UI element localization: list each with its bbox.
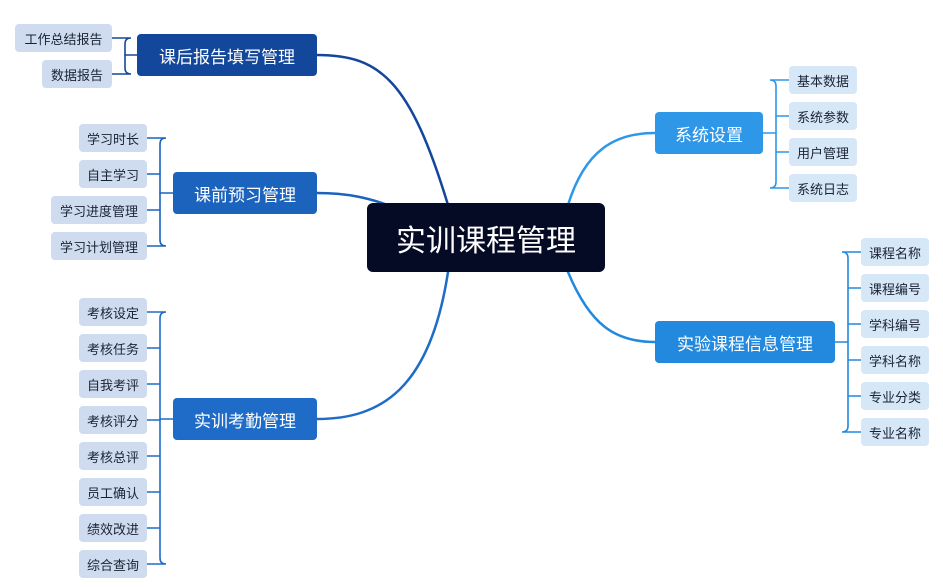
leaf-system-0[interactable]: 基本数据 <box>789 66 857 94</box>
connector-root-attendance <box>315 270 450 421</box>
leaf-preview-1[interactable]: 自主学习 <box>79 160 147 188</box>
leaf-course-0[interactable]: 课程名称 <box>861 238 929 266</box>
connector-root-system <box>566 131 657 207</box>
leaf-after-1[interactable]: 数据报告 <box>42 60 112 88</box>
branch-course-info[interactable]: 实验课程信息管理 <box>655 321 835 363</box>
connector-attendance-bracket <box>146 311 167 565</box>
connector-root-course <box>566 270 657 344</box>
connector-course-bracket <box>841 251 862 433</box>
leaf-attendance-3[interactable]: 考核评分 <box>79 406 147 434</box>
leaf-system-3[interactable]: 系统日志 <box>789 174 857 202</box>
leaf-attendance-0[interactable]: 考核设定 <box>79 298 147 326</box>
leaf-attendance-1[interactable]: 考核任务 <box>79 334 147 362</box>
leaf-preview-2[interactable]: 学习进度管理 <box>51 196 147 224</box>
connector-preview-bracket <box>146 137 167 247</box>
leaf-after-0[interactable]: 工作总结报告 <box>15 24 112 52</box>
branch-system-settings[interactable]: 系统设置 <box>655 112 763 154</box>
leaf-attendance-7[interactable]: 综合查询 <box>79 550 147 578</box>
leaf-course-2[interactable]: 学科编号 <box>861 310 929 338</box>
leaf-preview-3[interactable]: 学习计划管理 <box>51 232 147 260</box>
leaf-course-4[interactable]: 专业分类 <box>861 382 929 410</box>
branch-after-class-report[interactable]: 课后报告填写管理 <box>137 34 317 76</box>
connector-after-bracket <box>111 37 132 75</box>
leaf-course-3[interactable]: 学科名称 <box>861 346 929 374</box>
leaf-attendance-2[interactable]: 自我考评 <box>79 370 147 398</box>
branch-attendance[interactable]: 实训考勤管理 <box>173 398 317 440</box>
connector-root-after <box>315 53 450 207</box>
leaf-preview-0[interactable]: 学习时长 <box>79 124 147 152</box>
root-node[interactable]: 实训课程管理 <box>367 203 605 272</box>
leaf-course-1[interactable]: 课程编号 <box>861 274 929 302</box>
leaf-attendance-5[interactable]: 员工确认 <box>79 478 147 506</box>
connector-system-bracket <box>769 79 790 189</box>
leaf-course-5[interactable]: 专业名称 <box>861 418 929 446</box>
branch-preview[interactable]: 课前预习管理 <box>173 172 317 214</box>
leaf-attendance-4[interactable]: 考核总评 <box>79 442 147 470</box>
leaf-system-2[interactable]: 用户管理 <box>789 138 857 166</box>
leaf-attendance-6[interactable]: 绩效改进 <box>79 514 147 542</box>
leaf-system-1[interactable]: 系统参数 <box>789 102 857 130</box>
